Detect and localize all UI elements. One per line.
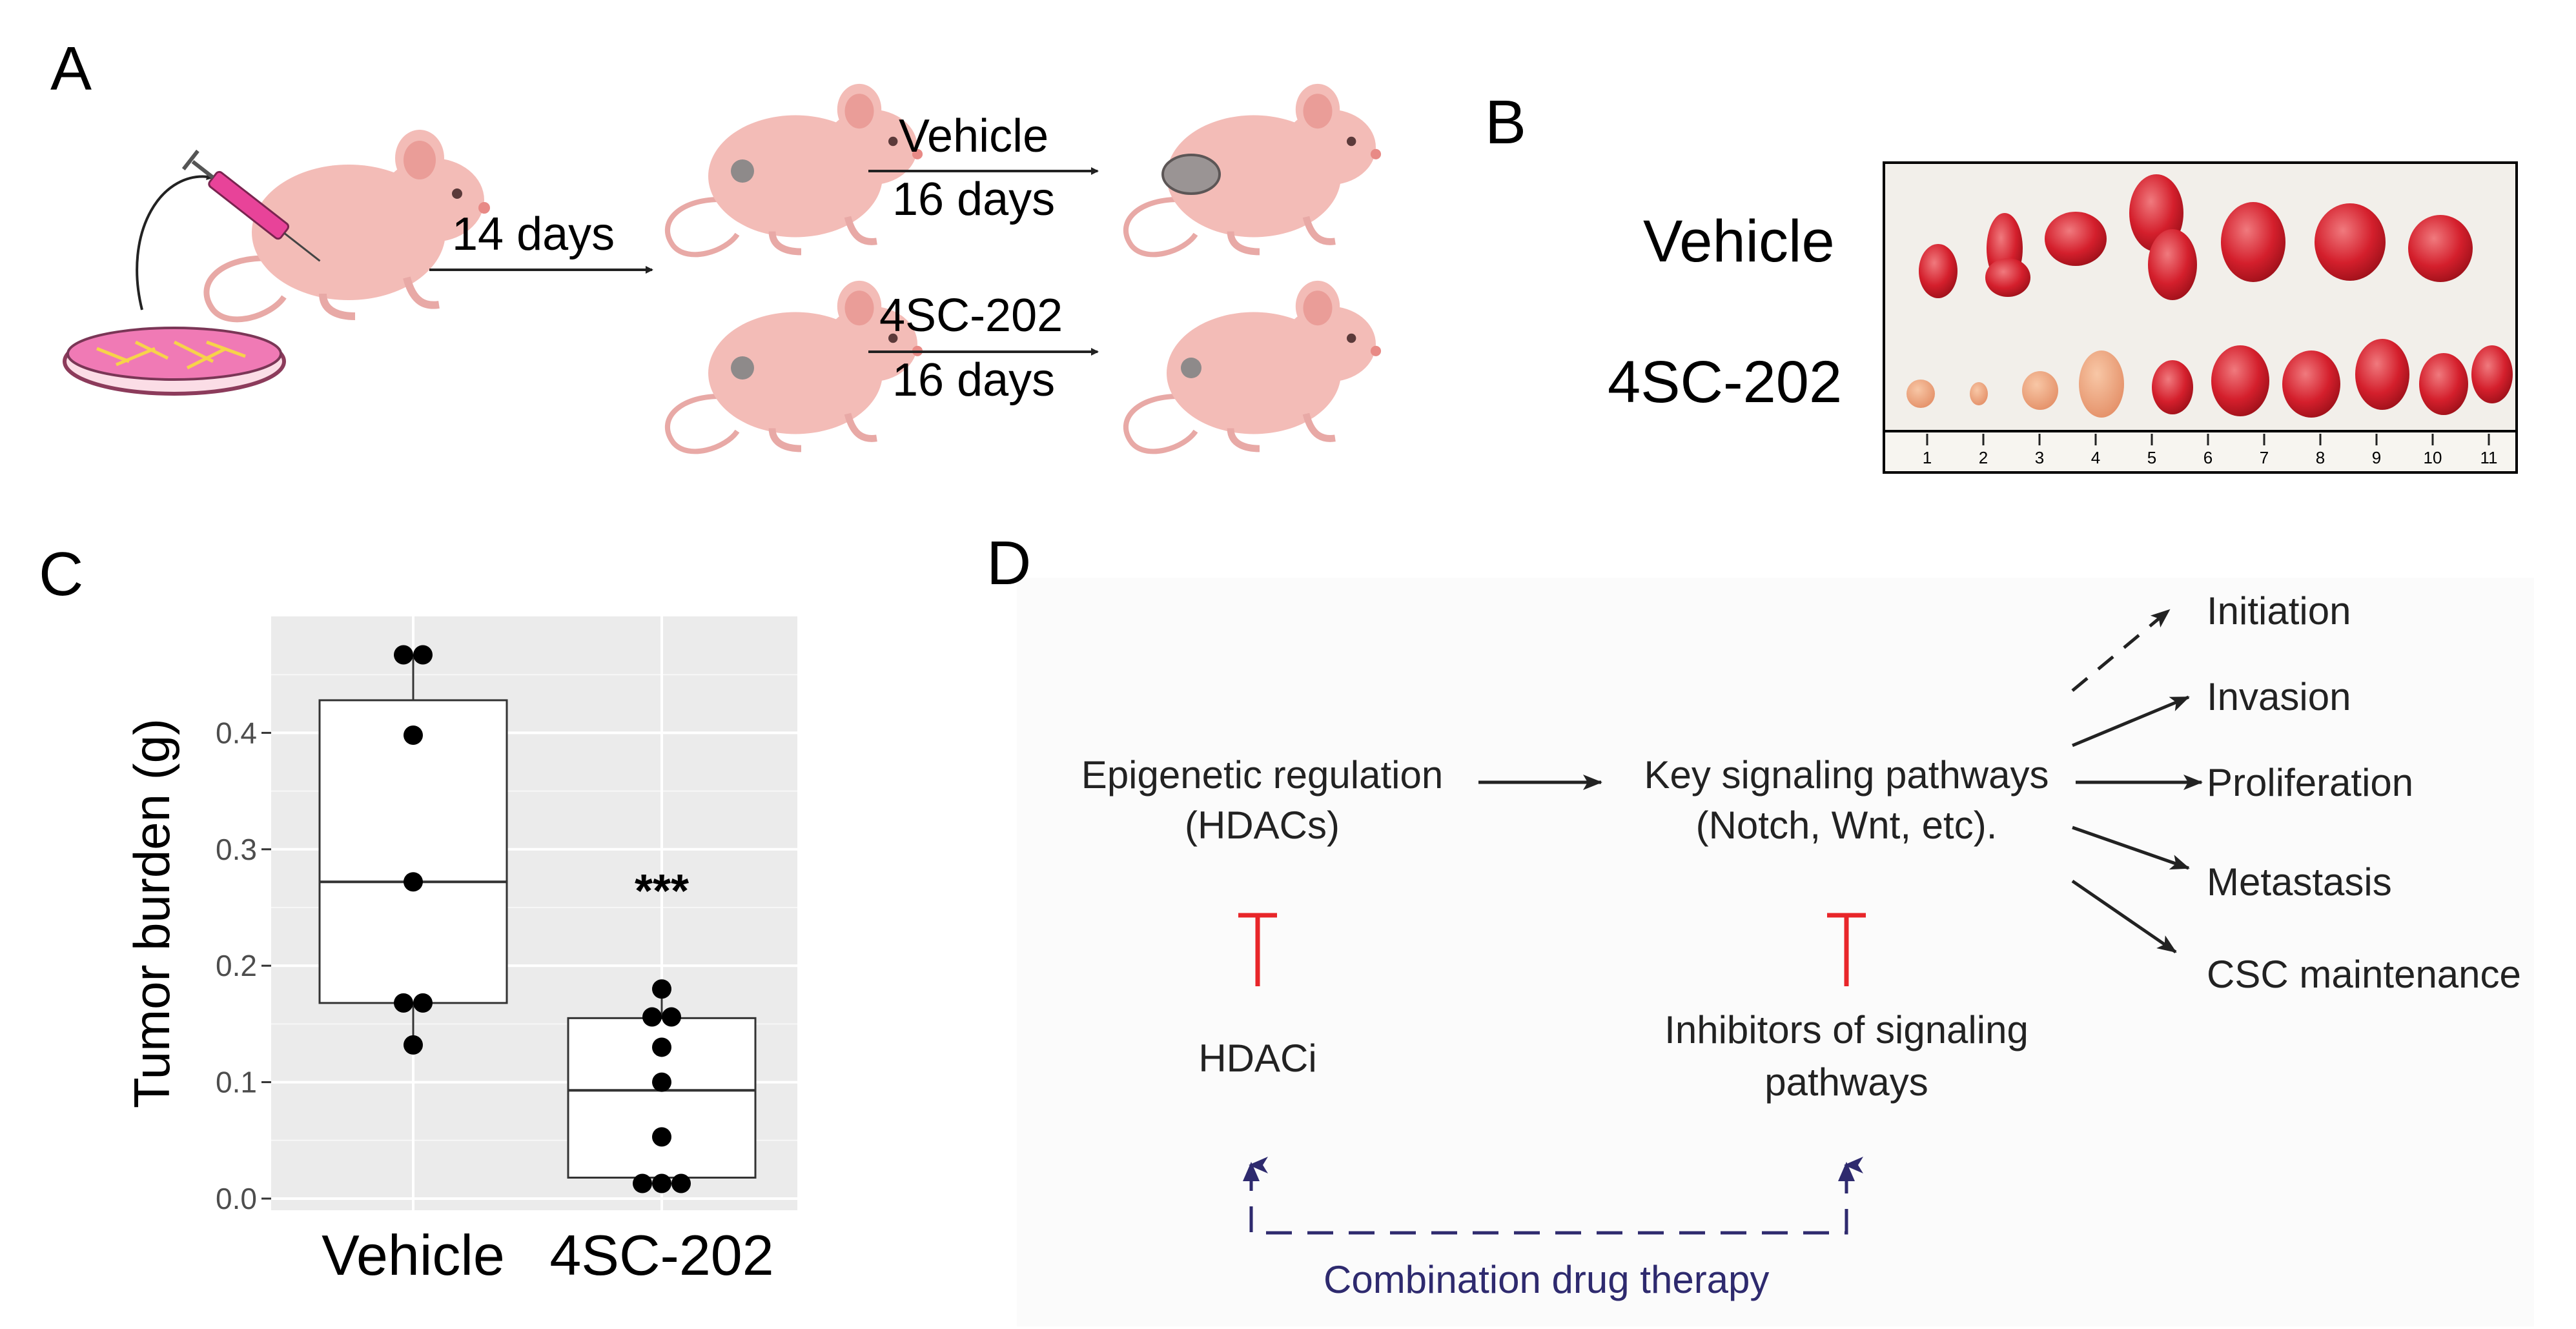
data-point (404, 872, 423, 892)
y-tick-label: 0.2 (216, 949, 257, 982)
inhibitors-line-2: pathways (1764, 1060, 1928, 1104)
syringe-icon (181, 149, 321, 262)
ruler-label: 10 (2424, 448, 2442, 467)
panel-c: 0.0 0.1 0.2 0.3 0.4 *** Tumor burden (g) Veh… (123, 616, 797, 1287)
inhibition-symbol-hdac (1238, 913, 1277, 986)
vehicle-arm-duration: 16 days (892, 174, 1056, 225)
metastasis-arrow (2072, 826, 2190, 870)
panel-d (1017, 578, 2534, 1326)
signaling-pathways-label: Key signaling pathways (Notch, Wnt, etc)… (1614, 750, 2079, 851)
data-point (662, 1007, 681, 1027)
photo-row-label-drug: 4SC-202 (1608, 349, 1843, 415)
data-point (671, 1173, 691, 1193)
y-axis-label: Tumor burden (g) (123, 718, 180, 1108)
signaling-line-2: (Notch, Wnt, etc). (1695, 804, 1998, 847)
invasion-arrow (2072, 695, 2190, 747)
data-point (413, 645, 433, 665)
outcome-arrows (2071, 609, 2203, 954)
significance-annotation: *** (635, 866, 689, 917)
panel-label-b: B (1485, 88, 1527, 157)
y-tick-label: 0.1 (216, 1066, 257, 1099)
data-point (404, 1035, 423, 1055)
y-ticks: 0.0 0.1 0.2 0.3 0.4 (216, 716, 271, 1215)
y-tick-label: 0.0 (216, 1182, 257, 1215)
panel-label-d: D (986, 529, 1032, 598)
data-point (394, 645, 413, 665)
outcome-csc-maintenance: CSC maintenance (2207, 953, 2521, 996)
combination-therapy-label: Combination drug therapy (1324, 1258, 1770, 1301)
outcome-proliferation: Proliferation (2207, 761, 2414, 804)
data-point (652, 1037, 671, 1057)
vehicle-tumors (1919, 174, 2473, 300)
chart-points (394, 645, 691, 1193)
injection-arrow (136, 172, 214, 310)
x-tick-label: 4SC-202 (549, 1223, 773, 1287)
outcome-metastasis: Metastasis (2207, 860, 2392, 904)
ruler-label: 8 (2316, 448, 2325, 467)
panel-a (63, 84, 1381, 451)
drug-arm-treatment: 4SC-202 (879, 290, 1063, 341)
drug-tumors (1906, 339, 2513, 418)
ruler-label: 1 (1923, 448, 1932, 467)
x-ticks: Vehicle 4SC-202 (322, 1223, 774, 1287)
initiation-arrow (2071, 609, 2171, 692)
data-point (642, 1007, 662, 1027)
signaling-line-1: Key signaling pathways (1644, 753, 2049, 796)
ruler-label: 3 (2035, 448, 2044, 467)
epigenetic-line-1: Epigenetic regulation (1081, 753, 1444, 796)
data-point (652, 1127, 671, 1147)
data-point (413, 993, 433, 1013)
ruler-label: 7 (2260, 448, 2269, 467)
ruler-label: 4 (2091, 448, 2100, 467)
data-point (652, 979, 671, 999)
data-point (404, 725, 423, 745)
panel-label-a: A (50, 34, 92, 103)
data-point (652, 1072, 671, 1092)
inhibitors-line-1: Inhibitors of signaling (1664, 1008, 2029, 1051)
epigenetic-line-2: (HDACs) (1185, 804, 1340, 847)
box-Vehicle (318, 699, 508, 1004)
tumor-photo (1883, 161, 2518, 474)
y-tick-label: 0.3 (216, 833, 257, 866)
data-point (652, 1173, 671, 1193)
hdaci-label: HDACi (1198, 1037, 1317, 1080)
small-tumor-marker (1181, 358, 1201, 378)
ruler-label: 5 (2147, 448, 2156, 467)
epigenetic-regulation-label: Epigenetic regulation (HDACs) (1046, 750, 1478, 851)
tumor-marker (731, 356, 754, 380)
ruler-label: 9 (2372, 448, 2381, 467)
ruler (1883, 430, 2518, 474)
ruler-ticks: 1 2 3 4 5 6 7 8 9 10 11 (1923, 434, 2498, 467)
x-tick-label: Vehicle (322, 1223, 505, 1287)
y-tick-label: 0.4 (216, 716, 257, 749)
csc-arrow (2071, 879, 2177, 954)
ruler-label: 6 (2203, 448, 2213, 467)
large-tumor-marker (1161, 154, 1221, 195)
vehicle-arm-treatment: Vehicle (899, 110, 1049, 162)
tumor-marker (731, 159, 754, 183)
data-point (633, 1173, 652, 1193)
panel-b: 1 2 3 4 5 6 7 8 9 10 11 (1883, 161, 2518, 474)
photo-row-label-vehicle: Vehicle (1643, 208, 1835, 274)
ruler-label: 11 (2480, 448, 2498, 467)
data-point (394, 993, 413, 1013)
outcome-invasion: Invasion (2207, 675, 2351, 718)
panel-label-c: C (39, 540, 84, 609)
inhibitors-label: Inhibitors of signaling pathways (1614, 1004, 2079, 1108)
ruler-label: 2 (1979, 448, 1988, 467)
petri-dish (63, 327, 286, 396)
inhibition-symbol-signaling (1827, 913, 1866, 986)
drug-arm-duration: 16 days (892, 354, 1056, 406)
outcome-initiation: Initiation (2207, 589, 2351, 633)
injection-interval-label: 14 days (452, 208, 615, 260)
panel-d-background (1017, 578, 2534, 1326)
